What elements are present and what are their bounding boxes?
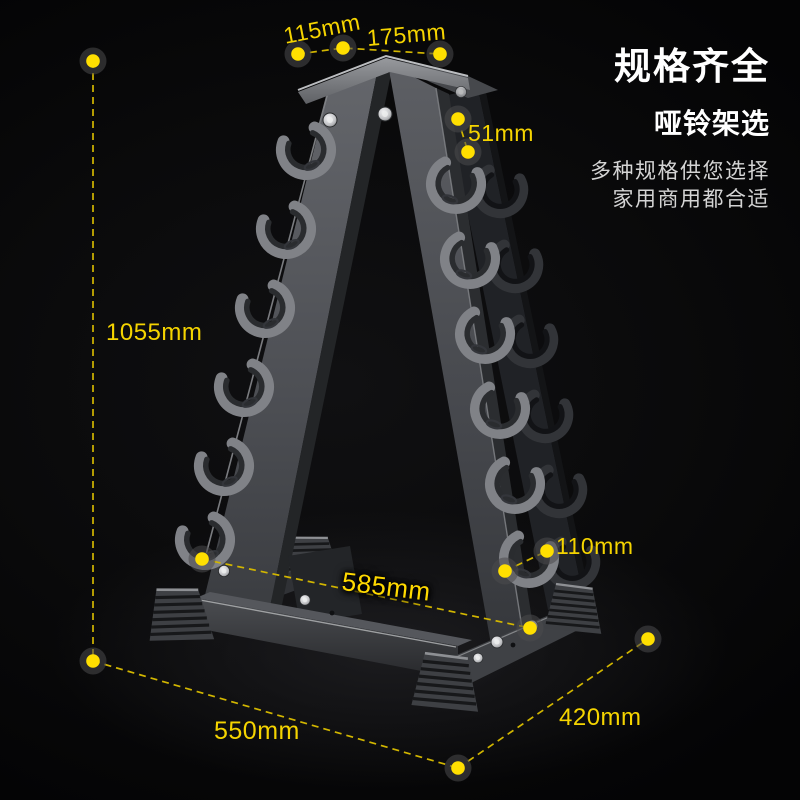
headline-desc-line2: 家用商用都合适 <box>612 188 770 211</box>
dimension-label-base-side-width: 420mm <box>559 704 642 731</box>
headline-desc-line1: 多种规格供您选择 <box>590 160 770 183</box>
dimension-label-base-side-length: 550mm <box>214 717 300 745</box>
page-title: 规格齐全 <box>614 46 770 87</box>
dimension-label-hook-depth: 110mm <box>556 533 634 559</box>
page-subtitle: 哑铃架选 <box>653 108 770 139</box>
dumbbell-rack <box>144 54 606 714</box>
dimension-label-hook-gap: 51mm <box>468 120 534 146</box>
dimension-label-total-height: 1055mm <box>106 319 203 346</box>
headline-block: 规格齐全 哑铃架选 多种规格供您选择 家用商用都合适 <box>590 36 770 214</box>
rack-top-cap <box>297 54 498 128</box>
